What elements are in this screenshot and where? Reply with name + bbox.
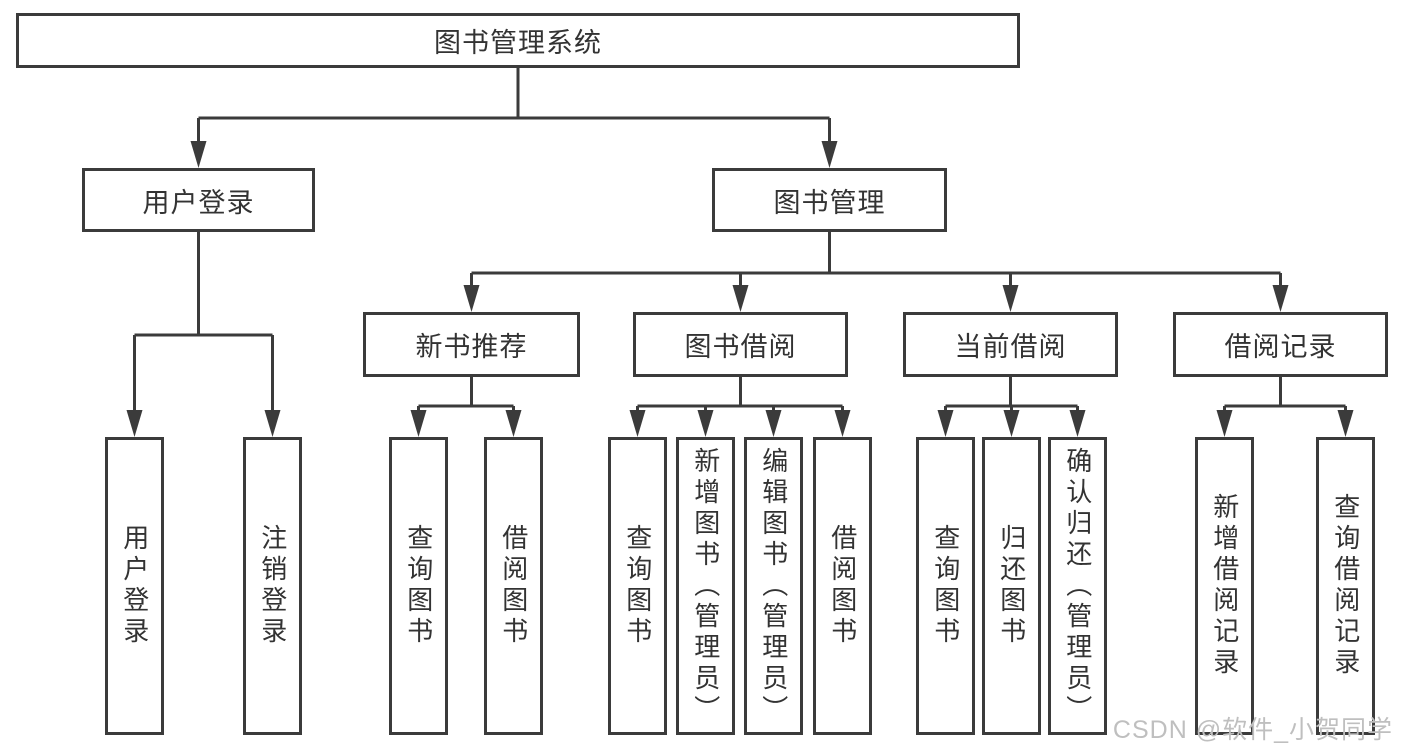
node-leaf-query-books-current: 查询图书 [916,437,975,735]
node-leaf-user-login: 用户登录 [105,437,164,735]
node-leaf-query-books-recommend: 查询图书 [389,437,448,735]
node-book-management: 图书管理 [712,168,947,232]
connector-borrow-records-to-leaves [1216,377,1354,437]
node-label: 新书推荐 [415,332,528,362]
node-label: 借阅图书 [827,524,858,648]
node-leaf-borrow-books-recommend: 借阅图书 [484,437,543,735]
connector-root-to-level2 [190,68,838,168]
node-label: 用户登录 [119,524,150,648]
node-label: 确认归还（管理员） [1062,446,1093,726]
csdn-watermark: CSDN @软件_小贺同学 [1112,716,1393,744]
node-label: 借阅图书 [498,524,529,648]
node-label: 新增借阅记录 [1209,493,1240,679]
connector-user-login-to-leaves [126,232,281,437]
connector-book-mgmt-to-level3 [463,232,1289,312]
node-label: 图书管理 [773,187,886,218]
node-current-borrowing: 当前借阅 [903,312,1118,377]
node-borrowing-records: 借阅记录 [1173,312,1388,377]
node-label: 图书管理系统 [434,28,602,58]
node-label: 注销登录 [257,524,288,648]
node-leaf-return-books: 归还图书 [982,437,1041,735]
connector-new-book-to-leaves [410,377,522,437]
node-leaf-add-borrow-record: 新增借阅记录 [1195,437,1254,735]
node-leaf-confirm-return-admin: 确认归还（管理员） [1048,437,1107,735]
node-new-book-recommend: 新书推荐 [363,312,580,377]
connector-book-borrow-to-leaves [629,377,851,437]
node-label: 查询图书 [403,524,434,648]
node-label: 查询图书 [930,524,961,648]
node-label: 查询借阅记录 [1330,493,1361,679]
node-leaf-borrow-books-borrowing: 借阅图书 [813,437,872,735]
node-label: 编辑图书（管理员） [758,446,789,726]
node-leaf-add-books-admin: 新增图书（管理员） [676,437,735,735]
node-label: 借阅记录 [1224,332,1337,362]
node-label: 归还图书 [996,524,1027,648]
node-leaf-edit-books-admin: 编辑图书（管理员） [744,437,803,735]
node-label: 用户登录 [142,187,255,218]
node-root-library-system: 图书管理系统 [16,13,1020,68]
node-label: 查询图书 [622,524,653,648]
node-label: 新增图书（管理员） [690,446,721,726]
node-user-login: 用户登录 [82,168,315,232]
connector-current-borrow-to-leaves [937,377,1086,437]
node-book-borrowing: 图书借阅 [633,312,848,377]
node-label: 当前借阅 [954,332,1067,362]
node-label: 图书借阅 [684,332,797,362]
node-leaf-query-borrow-record: 查询借阅记录 [1316,437,1375,735]
node-leaf-logout: 注销登录 [243,437,302,735]
node-leaf-query-books-borrowing: 查询图书 [608,437,667,735]
